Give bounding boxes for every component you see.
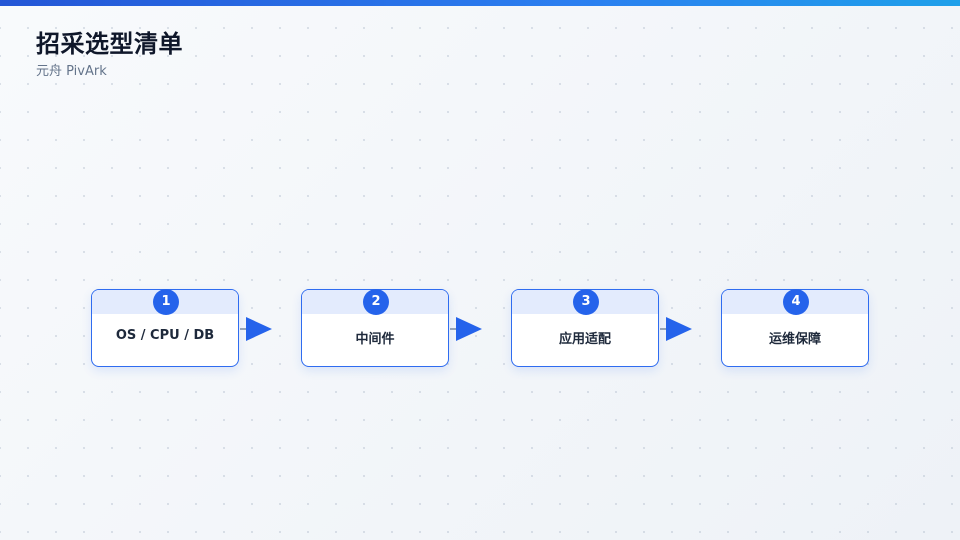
flow-step-2: 2 中间件 [301,289,449,367]
top-accent-bar [0,0,960,6]
page-subtitle: 元舟 PivArk [36,64,107,79]
flow-step-3: 3 应用适配 [511,289,659,367]
step-number-badge: 4 [783,289,809,315]
step-number-badge: 2 [363,289,389,315]
step-label: OS / CPU / DB [115,328,215,343]
page-title: 招采选型清单 [36,30,183,58]
step-number-badge: 3 [573,289,599,315]
arrow-right-icon [240,317,272,341]
step-number-badge: 1 [153,289,179,315]
step-label: 中间件 [355,332,395,347]
arrow-right-icon [660,317,692,341]
flow-step-4: 4 运维保障 [721,289,869,367]
flow-step-1: 1 OS / CPU / DB [91,289,239,367]
step-label: 运维保障 [768,332,821,347]
step-label: 应用适配 [558,332,611,347]
arrow-right-icon [450,317,482,341]
